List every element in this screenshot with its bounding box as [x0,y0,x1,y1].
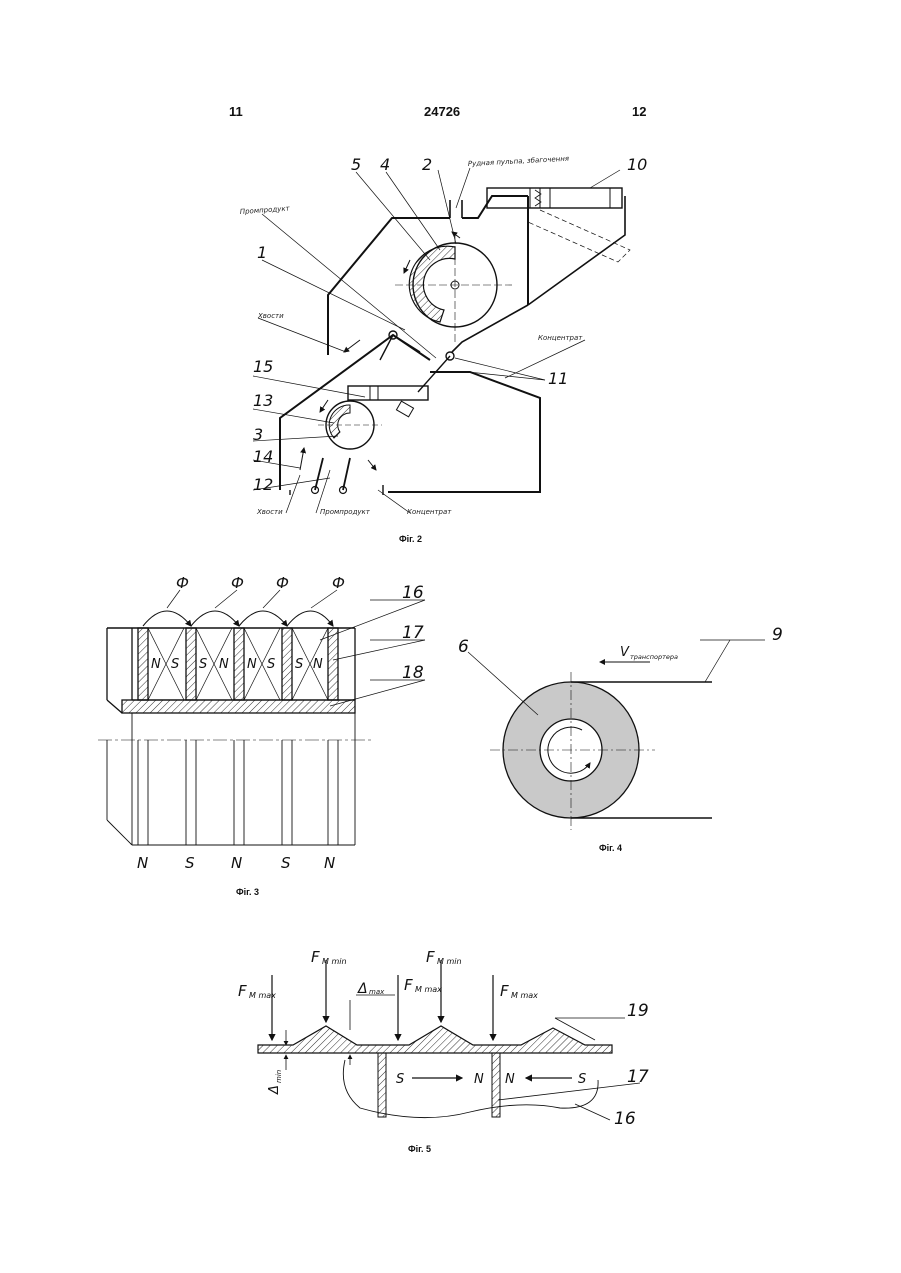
fig2-caption: Фіг. 2 [399,534,422,544]
fig2-label-12: 12 [253,475,273,494]
fig5-label-17: 17 [627,1067,649,1087]
fig4-label-9: 9 [772,625,783,645]
magnetic-system-upper [409,246,455,322]
fig3-label-16: 16 [402,583,424,603]
belt-with-ridges [258,1026,612,1053]
fig5-pole-s-left: S [396,1072,404,1087]
fig2-middlings-top-label: Промпродукт [240,204,291,216]
fig2-label-10: 10 [627,155,647,174]
fig2-label-3: 3 [253,425,263,444]
fig2-middlings-bottom-label: Промпродукт [320,508,371,516]
fig5-pole-s-right: S [578,1072,586,1087]
conveyor-lower [348,386,428,400]
fig3-pole-top-5: N [247,657,257,672]
fig5-force-min-2-sub: M min [437,957,462,966]
fig4-caption: Фіг. 4 [599,843,622,853]
fig3-caption: Фіг. 3 [236,887,259,897]
fig4-velocity-label: V [620,645,630,660]
fig2-tails-top-label: Хвости [257,312,284,320]
fig2-concentrate-mid-label: Концентрат [538,334,583,342]
fig3-pole-bottom-2: S [185,854,195,872]
fig3-label-18: 18 [402,663,424,683]
fig5-label-19: 19 [627,1001,649,1021]
fig5-pole-n-2: N [505,1072,515,1087]
fig3-pole-top-7: S [295,657,303,672]
fig5-force-max-2: F [404,976,413,994]
fig2-label-15: 15 [253,357,273,376]
fig5-delta-min-sub: min [275,1070,283,1083]
fig3-pole-bottom-3: N [231,854,242,872]
fig5-force-max-1-sub: M max [249,991,276,1000]
fig2-label-4: 4 [380,155,390,174]
fig2-label-13: 13 [253,391,273,410]
fig3-pole-bottom-5: N [324,854,335,872]
fig3-pole-bottom-4: S [281,854,291,872]
fig4-drum-drawing [468,640,765,830]
fig3-pole-top-8: N [313,657,323,672]
fig5-delta-min: Δ [267,1085,282,1095]
fig2-ore-feed-label: Рудная пульпа, збагочення [468,155,570,168]
fig3-label-17: 17 [402,623,424,643]
fig3-pole-top-3: S [199,657,207,672]
magnetic-system-lower [329,405,350,438]
fig5-force-max-3: F [500,982,509,1000]
fig5-force-min-1-sub: M min [322,957,347,966]
fig5-delta-max-sub: max [369,988,385,996]
fig5-pole-n-1: N [474,1072,484,1087]
upper-housing-outlet [528,196,625,305]
fig5-label-16: 16 [614,1109,636,1129]
fig2-label-5: 5 [351,155,361,174]
fig3-phi-3: Ф [276,574,289,592]
fig3-pole-top-1: N [151,657,161,672]
fig5-force-drawing [258,960,640,1120]
fig5-force-max-2-sub: M max [415,985,442,994]
fig3-pole-bottom-1: N [137,854,148,872]
fig3-phi-1: Ф [176,574,189,592]
lower-housing-right [388,372,540,492]
fig2-concentrate-bottom-label: Концентрат [407,508,452,516]
fig2-label-2: 2 [422,155,432,174]
fig3-phi-4: Ф [332,574,345,592]
fig5-delta-max: Δ [357,981,368,997]
fig3-pole-top-2: S [171,657,179,672]
fig2-label-14: 14 [253,447,273,466]
fig4-velocity-subscript: транспортера [630,653,678,661]
fig2-label-11: 11 [548,369,568,388]
fig5-caption: Фіг. 5 [408,1144,431,1154]
fig3-pole-top-4: N [219,657,229,672]
fig3-magnet-drawing [98,590,425,845]
fig5-force-min-2: F [426,948,435,966]
fig2-tails-bottom-label: Хвости [256,508,283,516]
fig5-force-min-1: F [311,948,320,966]
fig5-force-max-1: F [238,982,247,1000]
fig3-phi-2: Ф [231,574,244,592]
fig3-pole-top-6: S [267,657,275,672]
upper-housing-feed-wall [462,196,528,218]
fig2-label-1: 1 [257,243,267,262]
fig4-label-6: 6 [458,637,469,657]
fig5-force-max-3-sub: M max [511,991,538,1000]
middle-housing-left [280,335,430,470]
conveyor-upper [487,188,622,208]
